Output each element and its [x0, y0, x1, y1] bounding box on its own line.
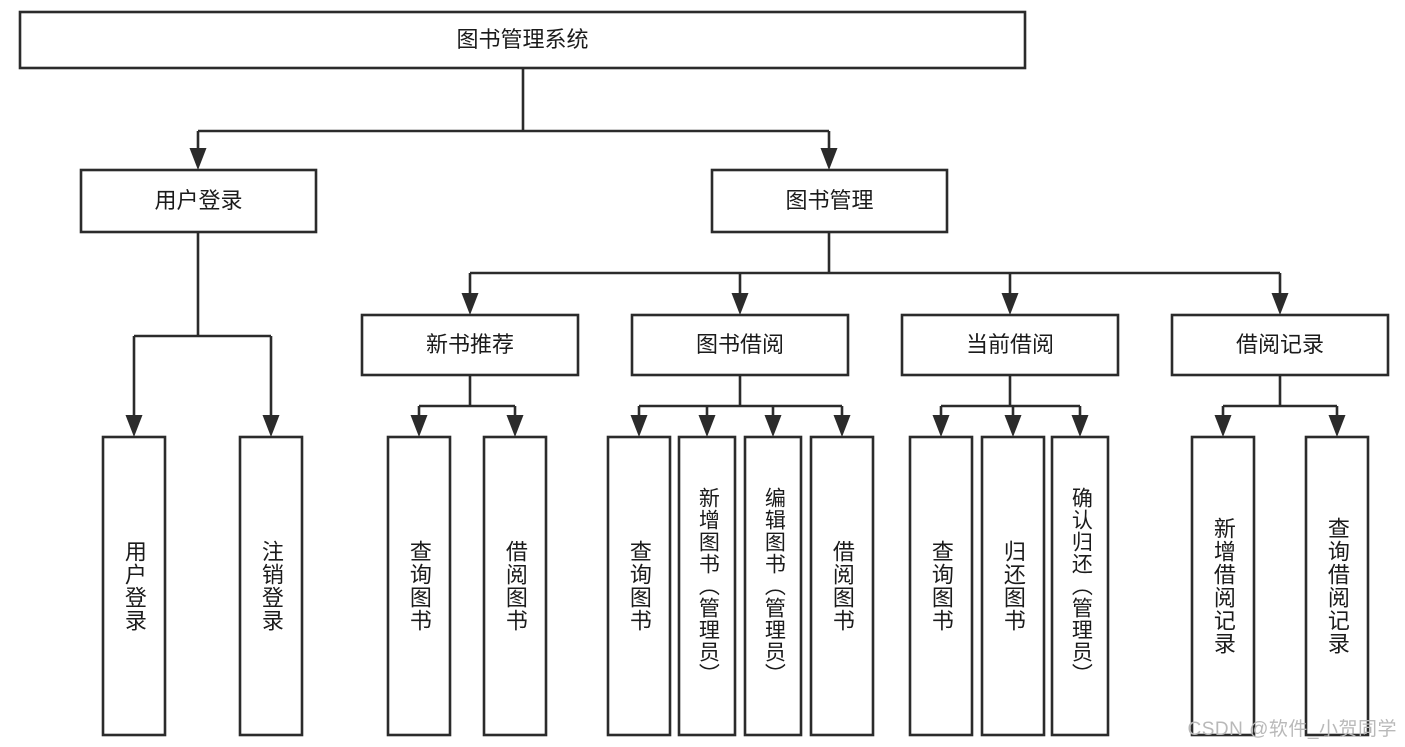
connector-current-to-leaves	[932, 375, 1089, 437]
arrow-head-icon	[1328, 415, 1346, 437]
node-leaf-query-book-current-box[interactable]	[908, 435, 974, 737]
arrow-head-icon	[125, 415, 143, 437]
connector-bookmanage-to-level3	[461, 232, 1289, 315]
node-box-layer	[18, 10, 1390, 737]
connector-userlogin-to-leaves	[125, 232, 280, 437]
connector-record-to-leaves	[1214, 375, 1346, 437]
node-current-borrow-label: 当前借阅	[966, 332, 1054, 357]
arrow-head-icon	[1001, 293, 1019, 315]
connector-root-to-level2	[189, 68, 838, 170]
node-leaf-add-borrow-record-box[interactable]	[1190, 435, 1256, 737]
node-new-book-recommend-box[interactable]	[360, 313, 580, 377]
node-leaf-query-book-borrow-box[interactable]	[606, 435, 672, 737]
arrow-head-icon	[1004, 415, 1022, 437]
arrow-head-icon	[764, 415, 782, 437]
node-user-login-label: 用户登录	[154, 188, 242, 213]
connector-borrow-to-leaves	[630, 375, 851, 437]
connector-recommend-to-leaves	[410, 375, 524, 437]
arrow-head-icon	[731, 293, 749, 315]
arrow-head-icon	[506, 415, 524, 437]
arrow-head-icon	[461, 293, 479, 315]
node-root-label: 图书管理系统	[456, 27, 588, 52]
node-leaf-borrow-book-box[interactable]	[809, 435, 875, 737]
node-book-manage-label: 图书管理	[785, 188, 873, 213]
node-leaf-user-logout-box[interactable]	[238, 435, 304, 737]
node-leaf-query-book-recommend-box[interactable]	[386, 435, 452, 737]
arrow-head-icon	[262, 415, 280, 437]
node-leaf-user-login-box[interactable]	[101, 435, 167, 737]
node-leaf-return-book-box[interactable]	[980, 435, 1046, 737]
node-book-manage-box[interactable]	[710, 168, 949, 234]
arrow-head-icon	[1271, 293, 1289, 315]
arrow-head-icon	[698, 415, 716, 437]
node-borrow-record-box[interactable]	[1170, 313, 1390, 377]
node-root-box[interactable]	[18, 10, 1027, 70]
arrow-head-icon	[189, 148, 207, 170]
node-leaf-add-book-admin-box[interactable]	[677, 435, 737, 737]
arrow-head-icon	[833, 415, 851, 437]
arrow-head-icon	[932, 415, 950, 437]
node-leaf-confirm-return-admin-box[interactable]	[1050, 435, 1110, 737]
node-current-borrow-box[interactable]	[900, 313, 1120, 377]
connector-layer	[125, 68, 1346, 437]
node-leaf-edit-book-admin-box[interactable]	[743, 435, 803, 737]
node-book-borrow-label: 图书借阅	[696, 332, 784, 357]
arrow-head-icon	[410, 415, 428, 437]
node-leaf-borrow-book-recommend-box[interactable]	[482, 435, 548, 737]
node-new-book-recommend-label: 新书推荐	[426, 332, 514, 357]
arrow-head-icon	[630, 415, 648, 437]
arrow-head-icon	[1214, 415, 1232, 437]
node-book-borrow-box[interactable]	[630, 313, 850, 377]
arrow-head-icon	[820, 148, 838, 170]
node-borrow-record-label: 借阅记录	[1236, 332, 1324, 357]
node-user-login-box[interactable]	[79, 168, 318, 234]
arrow-head-icon	[1071, 415, 1089, 437]
watermark-text: CSDN @软件_小贺同学	[1187, 719, 1397, 740]
node-leaf-query-borrow-record-box[interactable]	[1304, 435, 1370, 737]
